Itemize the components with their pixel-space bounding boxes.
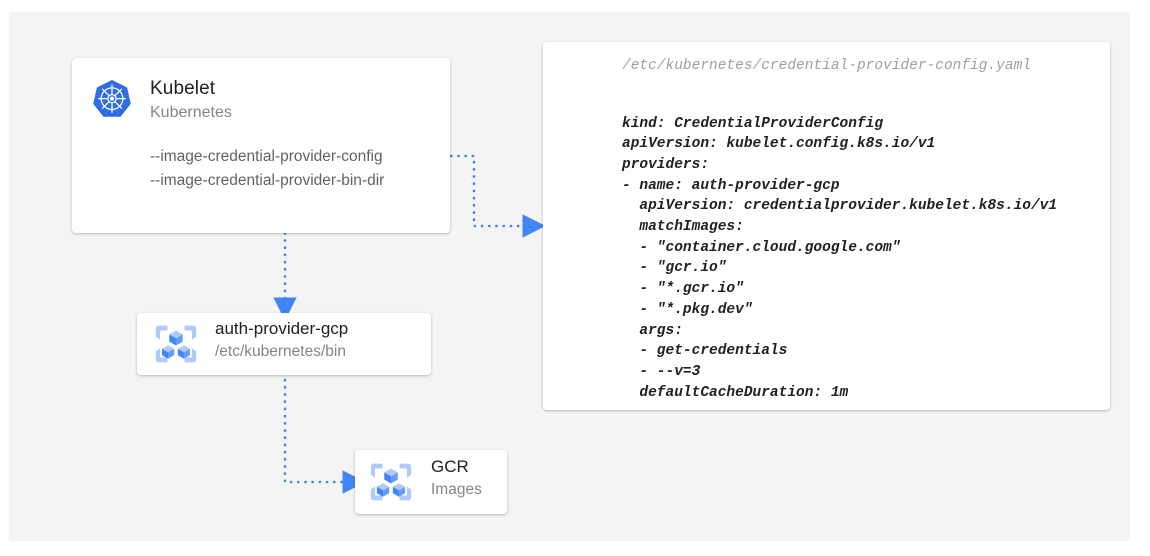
- kubelet-flag-config: --image-credential-provider-config: [150, 148, 383, 165]
- gcp-container-registry-icon: [155, 325, 197, 363]
- kubernetes-wheel-icon: [93, 79, 131, 117]
- auth-provider-gcp-node-card[interactable]: auth-provider-gcp /etc/kubernetes/bin: [137, 313, 431, 375]
- config-yaml-content: kind: CredentialProviderConfig apiVersio…: [622, 115, 1058, 401]
- gcr-title: GCR: [431, 457, 469, 476]
- kubelet-title: Kubelet: [150, 78, 216, 99]
- kubelet-flag-bin-dir: --image-credential-provider-bin-dir: [150, 172, 385, 189]
- gcp-container-registry-icon: [370, 463, 412, 501]
- gcr-subtitle: Images: [431, 481, 482, 498]
- auth-provider-title: auth-provider-gcp: [215, 319, 349, 338]
- credential-provider-config-card[interactable]: /etc/kubernetes/credential-provider-conf…: [543, 42, 1110, 410]
- config-file-path: /etc/kubernetes/credential-provider-conf…: [622, 58, 1031, 74]
- kubelet-subtitle: Kubernetes: [150, 104, 232, 121]
- kubelet-node-card[interactable]: Kubelet Kubernetes --image-credential-pr…: [72, 58, 450, 233]
- auth-provider-subtitle: /etc/kubernetes/bin: [215, 343, 346, 360]
- gcr-node-card[interactable]: GCR Images: [355, 450, 507, 514]
